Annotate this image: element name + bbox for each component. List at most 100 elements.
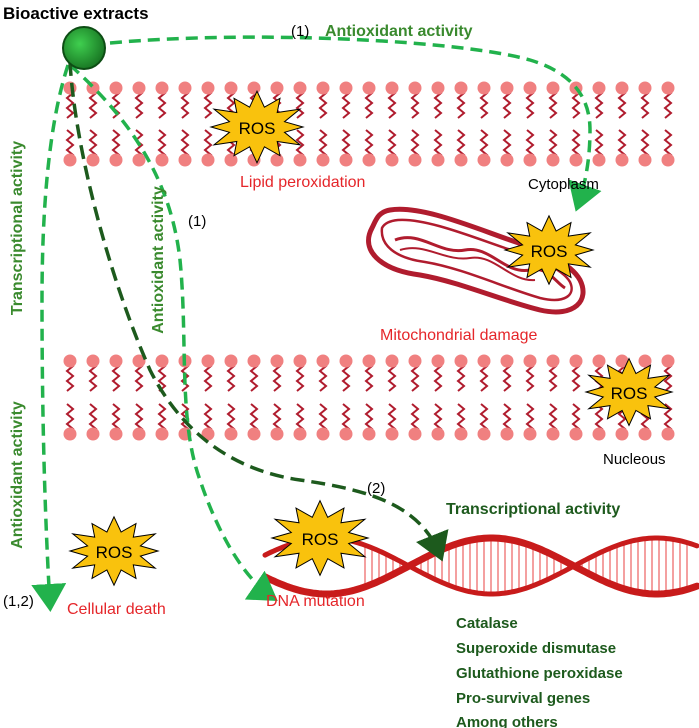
lipid-head (224, 427, 238, 441)
lipid-head (408, 153, 422, 167)
lipid-head (247, 427, 261, 441)
lipid-head (293, 427, 307, 441)
lipid-head (592, 81, 606, 95)
lipid-head (638, 427, 652, 441)
antioxidant-top-label: Antioxidant activity (325, 23, 473, 40)
lipid-head (500, 153, 514, 167)
lipid-head (178, 81, 192, 95)
lipid-head (454, 427, 468, 441)
lipid-head (86, 427, 100, 441)
lipid-head (247, 81, 261, 95)
lipid-head (63, 354, 77, 368)
lipid-head (569, 153, 583, 167)
lipid-head (132, 427, 146, 441)
lipid-head (63, 153, 77, 167)
cellular-death-label: Cellular death (67, 601, 166, 618)
lipid-head (316, 427, 330, 441)
lipid-head (592, 427, 606, 441)
lipid-head (661, 81, 675, 95)
lipid-head (569, 354, 583, 368)
lipid-head (638, 81, 652, 95)
lipid-peroxidation-label: Lipid peroxidation (240, 174, 365, 191)
ros-label-lipid: ROS (239, 119, 276, 138)
lipid-head (316, 153, 330, 167)
lipid-head (454, 354, 468, 368)
nucleous-label: Nucleous (603, 451, 666, 468)
lipid-head (477, 81, 491, 95)
lipid-head (362, 427, 376, 441)
lipid-head (155, 427, 169, 441)
lipid-head (408, 427, 422, 441)
ros-star-nucleus: ROS (584, 357, 674, 427)
lipid-head (408, 354, 422, 368)
lipid-head (454, 81, 468, 95)
lipid-head (201, 354, 215, 368)
lipid-head (546, 81, 560, 95)
lipid-head (339, 81, 353, 95)
dna-mutation-label: DNA mutation (266, 593, 365, 610)
lipid-head (661, 153, 675, 167)
ros-star-cellular: ROS (68, 515, 160, 587)
lipid-head (362, 153, 376, 167)
lipid-head (385, 427, 399, 441)
lipid-head (86, 354, 100, 368)
lipid-head (270, 153, 284, 167)
dna-strand (261, 534, 699, 598)
gene-item-4: Among others (456, 714, 558, 728)
lipid-head (523, 153, 537, 167)
lipid-head (592, 354, 606, 368)
lipid-head (86, 153, 100, 167)
gene-item-1: Superoxide dismutase (456, 640, 616, 657)
lipid-head (109, 153, 123, 167)
lipid-head (155, 354, 169, 368)
lipid-head (339, 153, 353, 167)
lipid-head (546, 427, 560, 441)
lipid-head (270, 354, 284, 368)
lipid-head (316, 354, 330, 368)
lipid-head (201, 81, 215, 95)
lipid-head (615, 153, 629, 167)
lipid-head (293, 81, 307, 95)
lipid-head (362, 354, 376, 368)
lipid-head (132, 354, 146, 368)
marker-1-mid: (1) (188, 213, 206, 230)
marker-2: (2) (367, 480, 385, 497)
lipid-head (109, 354, 123, 368)
lipid-head (270, 81, 284, 95)
ros-label-nucleus: ROS (611, 384, 648, 403)
transcriptional-right-label: Transcriptional activity (446, 501, 620, 518)
lipid-head (155, 81, 169, 95)
gene-list: Catalase Superoxide dismutase Glutathion… (456, 615, 623, 728)
lipid-head (362, 81, 376, 95)
lipid-head (385, 354, 399, 368)
lipid-head (615, 354, 629, 368)
lipid-head (500, 81, 514, 95)
gene-item-3: Pro-survival genes (456, 690, 590, 707)
lipid-head (132, 81, 146, 95)
lipid-head (201, 153, 215, 167)
antioxidant-vertical-mid-label: Antioxidant activity (150, 186, 167, 334)
lipid-head (477, 354, 491, 368)
upper-membrane (63, 81, 675, 167)
lipid-head (431, 81, 445, 95)
transcriptional-vertical-label: Transcriptional activity (9, 141, 26, 315)
arrows (31, 35, 602, 612)
lipid-head (477, 153, 491, 167)
lipid-head (661, 427, 675, 441)
lipid-head (477, 427, 491, 441)
lipid-head (638, 354, 652, 368)
lipid-head (523, 354, 537, 368)
lipid-head (569, 427, 583, 441)
lipid-head (293, 153, 307, 167)
ros-star-dna: ROS (270, 499, 370, 577)
antioxidant-arrow-mid (68, 63, 278, 601)
lipid-head (201, 427, 215, 441)
lipid-head (178, 153, 192, 167)
gene-item-0: Catalase (456, 615, 518, 632)
lipid-head (385, 81, 399, 95)
ros-label-dna: ROS (302, 530, 339, 549)
lipid-head (615, 427, 629, 441)
marker-1-2: (1,2) (3, 593, 34, 610)
lipid-head (132, 153, 146, 167)
